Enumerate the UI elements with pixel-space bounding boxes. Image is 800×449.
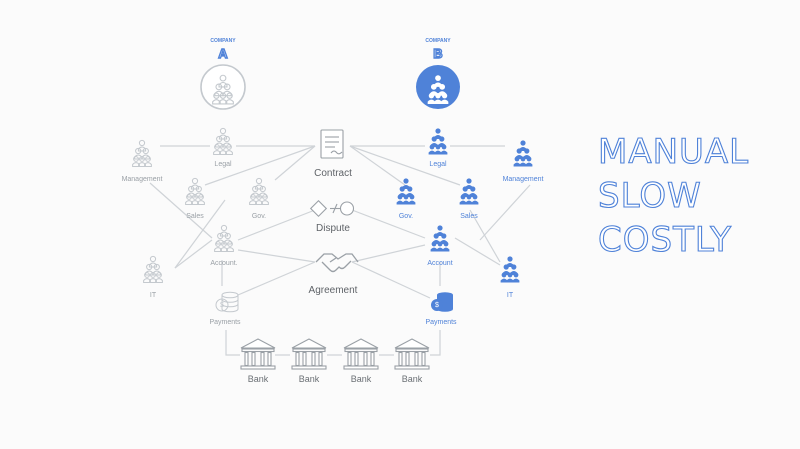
people-group-icon: [513, 140, 533, 167]
b-gov-label: Gov.: [399, 213, 413, 220]
company-b-nodes: [396, 128, 533, 312]
bank-label: Bank: [402, 374, 423, 384]
bank-label: Bank: [248, 374, 269, 384]
a-it-label: IT: [150, 292, 157, 299]
company-a-labels: Management Legal Sales Gov. Account. IT …: [122, 161, 267, 326]
bank-labels: Bank Bank Bank Bank: [248, 374, 423, 384]
b-it-label: IT: [507, 292, 514, 299]
people-group-icon: [185, 177, 205, 205]
b-sales-label: Sales: [460, 213, 478, 220]
people-group-icon: [396, 178, 416, 205]
dollar-glyph: $: [435, 302, 439, 309]
bank-building-icon: [343, 338, 379, 370]
agreement-label: Agreement: [309, 285, 358, 296]
company-b-caption: COMPANY: [425, 38, 451, 44]
connection-lines: [149, 145, 531, 356]
contract-node: Contract: [314, 129, 352, 179]
side-text-costly: COSTLY: [598, 220, 732, 260]
contract-document-icon: [320, 129, 344, 159]
company-b-labels: Legal Management Gov. Sales Account IT P…: [399, 161, 544, 326]
company-b-header: COMPANY B: [416, 38, 460, 109]
bank-building-icon: [240, 338, 276, 370]
dispute-node: Dispute: [309, 199, 355, 234]
dispute-diamond-icon: [309, 199, 355, 218]
bank-building-icon: [394, 338, 430, 370]
company-a-letter: A: [218, 46, 228, 61]
a-account-label: Account.: [210, 260, 237, 267]
handshake-icon: [315, 253, 359, 273]
a-legal-label: Legal: [214, 161, 232, 168]
a-gov-label: Gov.: [252, 213, 266, 220]
people-group-icon: [214, 224, 234, 252]
b-management-label: Management: [503, 176, 544, 183]
bank-row: [240, 338, 430, 370]
people-group-icon: [143, 255, 163, 283]
side-text: MANUAL SLOW COSTLY: [597, 131, 749, 260]
company-a-nodes: [132, 127, 269, 313]
a-sales-label: Sales: [186, 213, 204, 220]
people-group-icon: [500, 256, 520, 283]
people-group-icon: [249, 177, 269, 205]
a-management-label: Management: [122, 176, 163, 183]
side-text-manual: MANUAL: [598, 132, 749, 172]
people-group-icon: [132, 139, 152, 167]
company-a-caption: COMPANY: [210, 38, 236, 44]
dispute-label: Dispute: [316, 223, 350, 234]
contract-label: Contract: [314, 168, 352, 179]
company-b-letter: B: [433, 46, 442, 61]
people-group-icon: [459, 178, 479, 205]
people-group-icon: [213, 127, 233, 155]
agreement-node: Agreement: [309, 253, 359, 296]
company-a-header: COMPANY A: [200, 38, 246, 110]
side-text-slow: SLOW: [598, 176, 702, 216]
people-group-icon: [428, 128, 448, 155]
a-payments-label: Payments: [209, 319, 241, 326]
b-account-label: Account: [427, 260, 452, 267]
people-group-icon: [430, 225, 450, 252]
company-b-badge: [416, 65, 460, 109]
bank-label: Bank: [299, 374, 320, 384]
b-payments-label: Payments: [425, 319, 457, 326]
b-legal-label: Legal: [429, 161, 447, 168]
bank-building-icon: [291, 338, 327, 370]
bank-label: Bank: [351, 374, 372, 384]
dollar-glyph: $: [220, 302, 224, 309]
